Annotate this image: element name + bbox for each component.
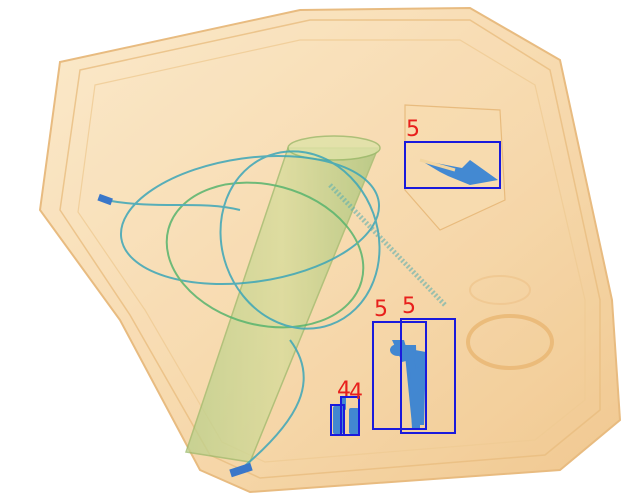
detection-label-5-left: 5 — [374, 297, 388, 322]
ring-object — [466, 314, 554, 370]
detection-label-4-b: 4 — [349, 380, 363, 405]
detection-label-5-top: 5 — [406, 117, 420, 142]
detection-label-5-right: 5 — [402, 294, 416, 319]
cable-coil — [104, 150, 381, 471]
scissors-object — [390, 340, 426, 430]
